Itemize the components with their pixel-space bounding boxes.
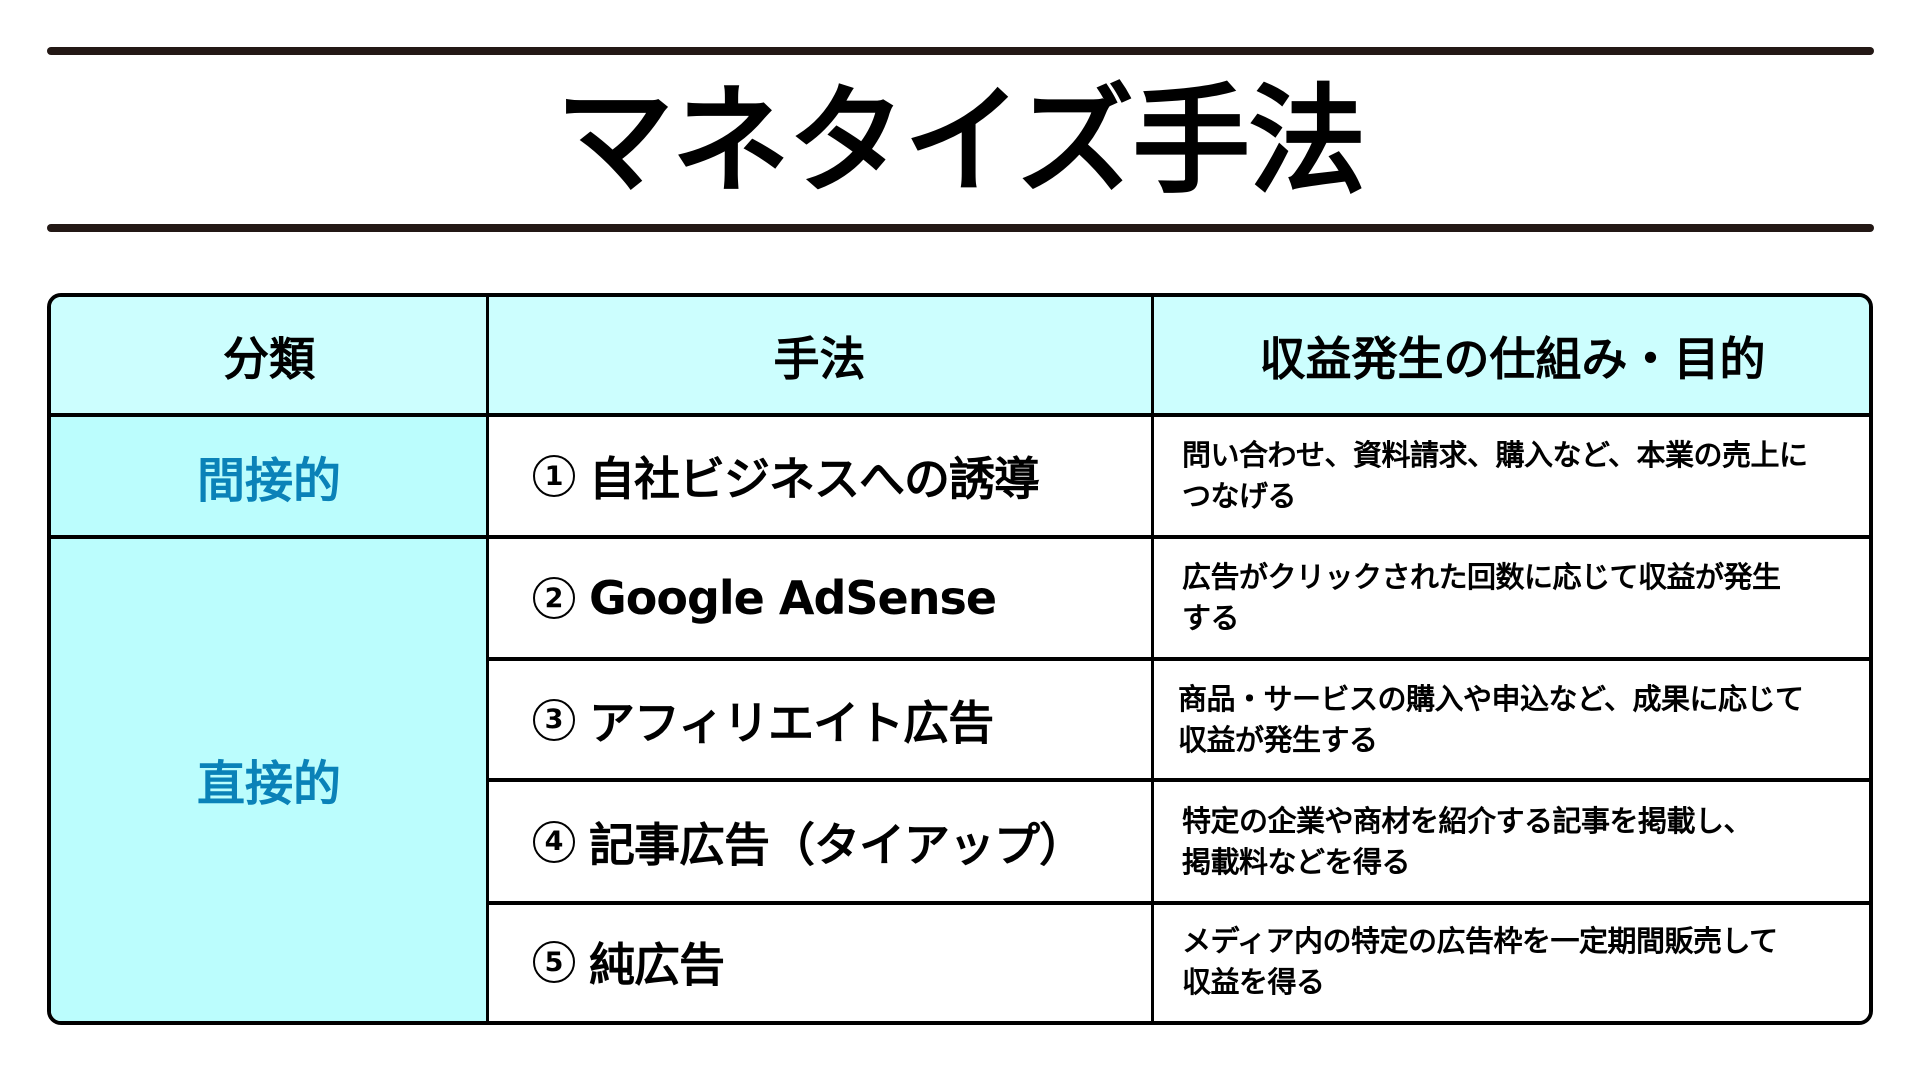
row-divider [51, 535, 1869, 539]
method-label: Google AdSense [589, 571, 997, 625]
method-cell: 1 自社ビジネスへの誘導 [487, 415, 1152, 537]
description-cell: 広告がクリックされた回数に応じて収益が発生 する [1152, 537, 1869, 659]
circled-number-icon: 4 [533, 820, 575, 863]
description-cell: 問い合わせ、資料請求、購入など、本業の売上に つなげる [1152, 415, 1869, 537]
method-label: 自社ビジネスへの誘導 [589, 452, 1040, 506]
description-cell: メディア内の特定の広告枠を一定期間販売して 収益を得る [1152, 903, 1869, 1021]
row-divider [486, 657, 1869, 661]
method-cell: 5 純広告 [487, 903, 1152, 1021]
circled-number-icon: 5 [533, 941, 575, 983]
header-category: 分類 [51, 297, 487, 415]
bottom-rule [47, 224, 1874, 232]
method-label: 記事広告（タイアップ） [589, 817, 1085, 872]
page-title: マネタイズ手法 [555, 72, 1366, 210]
method-cell: 4 記事広告（タイアップ） [487, 780, 1152, 903]
method-label: アフィリエイト広告 [589, 695, 994, 750]
description-cell: 商品・サービスの購入や申込など、成果に応じて 収益が発生する [1152, 659, 1869, 780]
circled-number-icon: 2 [533, 577, 575, 619]
method-cell: 3 アフィリエイト広告 [487, 659, 1152, 780]
row-divider [486, 901, 1869, 905]
circled-number-icon: 1 [533, 455, 575, 497]
circled-number-icon: 3 [533, 698, 575, 741]
monetization-table: 分類 手法 収益発生の仕組み・目的 間接的 直接的 1 自社ビジネスへの誘導 問… [47, 293, 1873, 1025]
method-label: 純広告 [589, 938, 725, 992]
category-indirect: 間接的 [51, 415, 487, 537]
header-mechanism: 収益発生の仕組み・目的 [1152, 297, 1869, 415]
method-cell: 2 Google AdSense [487, 537, 1152, 659]
header-method: 手法 [487, 297, 1152, 415]
row-divider [51, 413, 1869, 417]
description-cell: 特定の企業や商材を紹介する記事を掲載し、 掲載料などを得る [1152, 780, 1869, 903]
top-rule [47, 47, 1874, 55]
row-divider [486, 778, 1869, 782]
category-direct: 直接的 [51, 537, 487, 1021]
